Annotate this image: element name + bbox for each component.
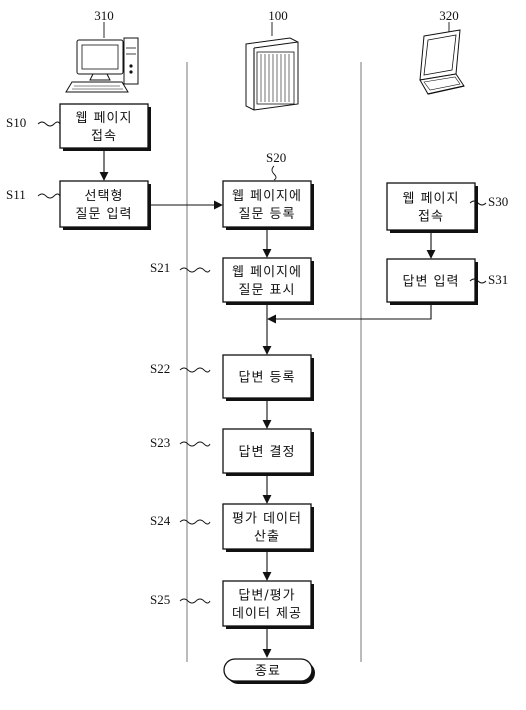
box-frame	[222, 180, 312, 228]
server-rack-icon	[245, 37, 299, 111]
step-text-s22-line-1: 답변 등록	[239, 371, 296, 386]
step-text-s23-line-1: 답변 결정	[239, 445, 296, 460]
step-label-s25: S25	[150, 592, 170, 607]
device-label-laptop: 320	[439, 8, 459, 23]
box-frame	[222, 580, 312, 627]
step-text-s25-line-2: 데이터 제공	[232, 607, 302, 622]
step-text-s10-line-2: 접속	[91, 129, 117, 144]
step-text-s21-line-1: 웹 페이지에	[232, 265, 302, 280]
end-terminator: 종료	[223, 658, 315, 684]
step-label-s10: S10	[6, 115, 26, 130]
step-text-s30-line-2: 접속	[418, 210, 444, 225]
box-frame	[222, 428, 312, 474]
step-label-s11: S11	[6, 187, 26, 202]
box-frame	[59, 180, 149, 228]
desktop-computer-icon	[65, 37, 139, 93]
step-label-s23: S23	[150, 435, 170, 450]
step-label-s30: S30	[488, 194, 508, 209]
box-frame	[222, 257, 312, 303]
step-label-s24: S24	[150, 513, 171, 528]
step-text-s20-line-2: 질문 등록	[239, 207, 296, 222]
step-text-s25-line-1: 답변/평가	[238, 589, 295, 604]
step-label-s20: S20	[266, 150, 286, 165]
step-box-s23: 답변 결정	[222, 428, 314, 476]
step-text-s21-line-2: 질문 표시	[239, 283, 296, 298]
step-box-s31: 답변 입력	[386, 258, 478, 305]
device-label-pc: 310	[94, 8, 114, 23]
step-text-s24-line-1: 평가 데이터	[232, 512, 302, 527]
box-frame	[222, 503, 312, 550]
step-text-s30-line-1: 웹 페이지	[403, 192, 460, 207]
step-label-s22: S22	[150, 361, 170, 376]
device-label-server: 100	[268, 8, 288, 23]
step-text-s24-line-2: 산출	[254, 530, 280, 545]
step-box-s22: 답변 등록	[222, 354, 314, 401]
box-frame	[59, 103, 149, 149]
step-label-s31: S31	[488, 272, 508, 287]
step-label-s21: S21	[150, 260, 170, 275]
step-text-s10-line-1: 웹 페이지	[76, 111, 133, 126]
laptop-icon	[419, 29, 465, 95]
box-frame	[222, 354, 312, 399]
end-label: 종료	[255, 664, 281, 679]
step-text-s31-line-1: 답변 입력	[403, 275, 460, 290]
box-frame	[386, 182, 476, 231]
step-text-s11-line-1: 선택형	[85, 189, 124, 204]
arrow-s31-to-s22	[267, 302, 432, 324]
step-text-s11-line-2: 질문 입력	[76, 207, 133, 222]
step-text-s20-line-1: 웹 페이지에	[232, 189, 302, 204]
box-frame	[386, 258, 476, 303]
